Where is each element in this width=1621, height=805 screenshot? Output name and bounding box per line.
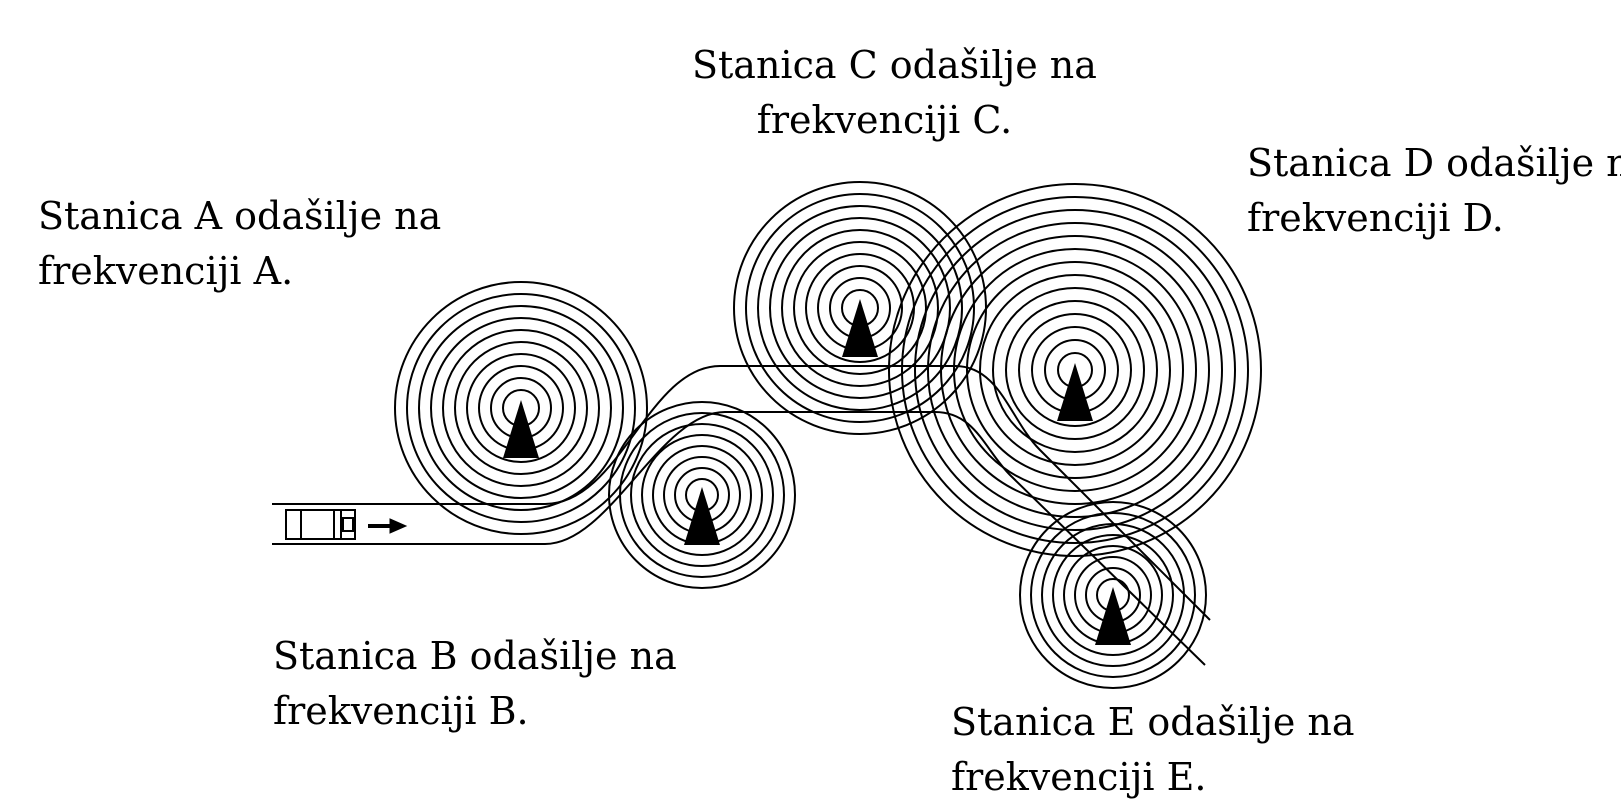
station-a-label-line1: Stanica A odašilje na — [38, 194, 442, 238]
station-d-coverage-ring — [888, 183, 1262, 557]
station-c-label-line2: frekvenciji C. — [756, 98, 1013, 142]
station-e-label: Stanica E odašilje na frekvenciji E. — [951, 695, 1355, 805]
station-c-label-line1: Stanica C odašilje na — [692, 43, 1097, 87]
station-d-coverage-ring — [927, 222, 1223, 518]
arrow-right-icon — [368, 518, 408, 534]
station-c-coverage-ring — [745, 193, 975, 423]
station-a-coverage-ring — [394, 281, 648, 535]
car-icon — [285, 509, 356, 540]
station-a-coverage-ring — [454, 341, 588, 475]
station-a-label: Stanica A odašilje na frekvenciji A. — [38, 189, 441, 299]
station-e-coverage-ring — [1019, 501, 1207, 689]
station-c-label: Stanica C odašilje na frekvenciji C. — [692, 38, 1097, 148]
station-e-transmitter-tower-icon — [1095, 587, 1131, 645]
station-d-coverage-ring — [992, 287, 1158, 453]
station-c-coverage-ring — [793, 241, 927, 375]
station-d-label-line2: frekvenciji D. — [1247, 196, 1504, 240]
station-b-coverage-ring — [608, 401, 796, 589]
station-d-coverage-ring — [914, 209, 1236, 531]
station-d-coverage-ring — [901, 196, 1249, 544]
station-d-coverage-ring — [1005, 300, 1145, 440]
station-c-transmitter-tower-icon — [842, 299, 878, 357]
radio-coverage-diagram — [272, 181, 1262, 689]
road — [272, 365, 1211, 666]
station-a-coverage-ring — [442, 329, 600, 487]
station-d-label-line1: Stanica D odašilje na — [1247, 141, 1621, 185]
station-b-label-line2: frekvenciji B. — [273, 689, 529, 733]
coverage-rings — [394, 181, 1262, 689]
station-c-coverage-ring — [781, 229, 939, 387]
road-lower-edge — [272, 411, 1206, 666]
station-b-transmitter-tower-icon — [684, 487, 720, 545]
station-b-label-line1: Stanica B odašilje na — [273, 634, 677, 678]
station-a-coverage-ring — [430, 317, 612, 499]
station-a-coverage-ring — [406, 293, 636, 523]
road-upper-edge — [272, 365, 1211, 621]
station-d-label: Stanica D odašilje na frekvenciji D. — [1247, 136, 1621, 246]
station-e-label-line2: frekvenciji E. — [951, 755, 1207, 799]
station-d-transmitter-tower-icon — [1057, 363, 1093, 421]
station-c-coverage-ring — [769, 217, 951, 399]
station-a-label-line2: frekvenciji A. — [38, 249, 294, 293]
station-c-coverage-ring — [757, 205, 963, 411]
station-e-coverage-ring — [1052, 534, 1174, 656]
station-a-coverage-ring — [466, 353, 576, 463]
station-icons — [503, 299, 1131, 645]
station-d-coverage-ring — [1018, 313, 1132, 427]
station-e-coverage-ring — [1030, 512, 1196, 678]
station-e-label-line1: Stanica E odašilje na — [951, 700, 1355, 744]
station-b-label: Stanica B odašilje na frekvenciji B. — [273, 629, 677, 739]
station-a-transmitter-tower-icon — [503, 400, 539, 458]
station-d-coverage-ring — [953, 248, 1197, 492]
station-d-coverage-ring — [966, 261, 1184, 479]
station-a-coverage-ring — [418, 305, 624, 511]
station-d-coverage-ring — [940, 235, 1210, 505]
station-b-coverage-ring — [630, 423, 774, 567]
station-d-coverage-ring — [979, 274, 1171, 466]
station-b-coverage-ring — [641, 434, 763, 556]
